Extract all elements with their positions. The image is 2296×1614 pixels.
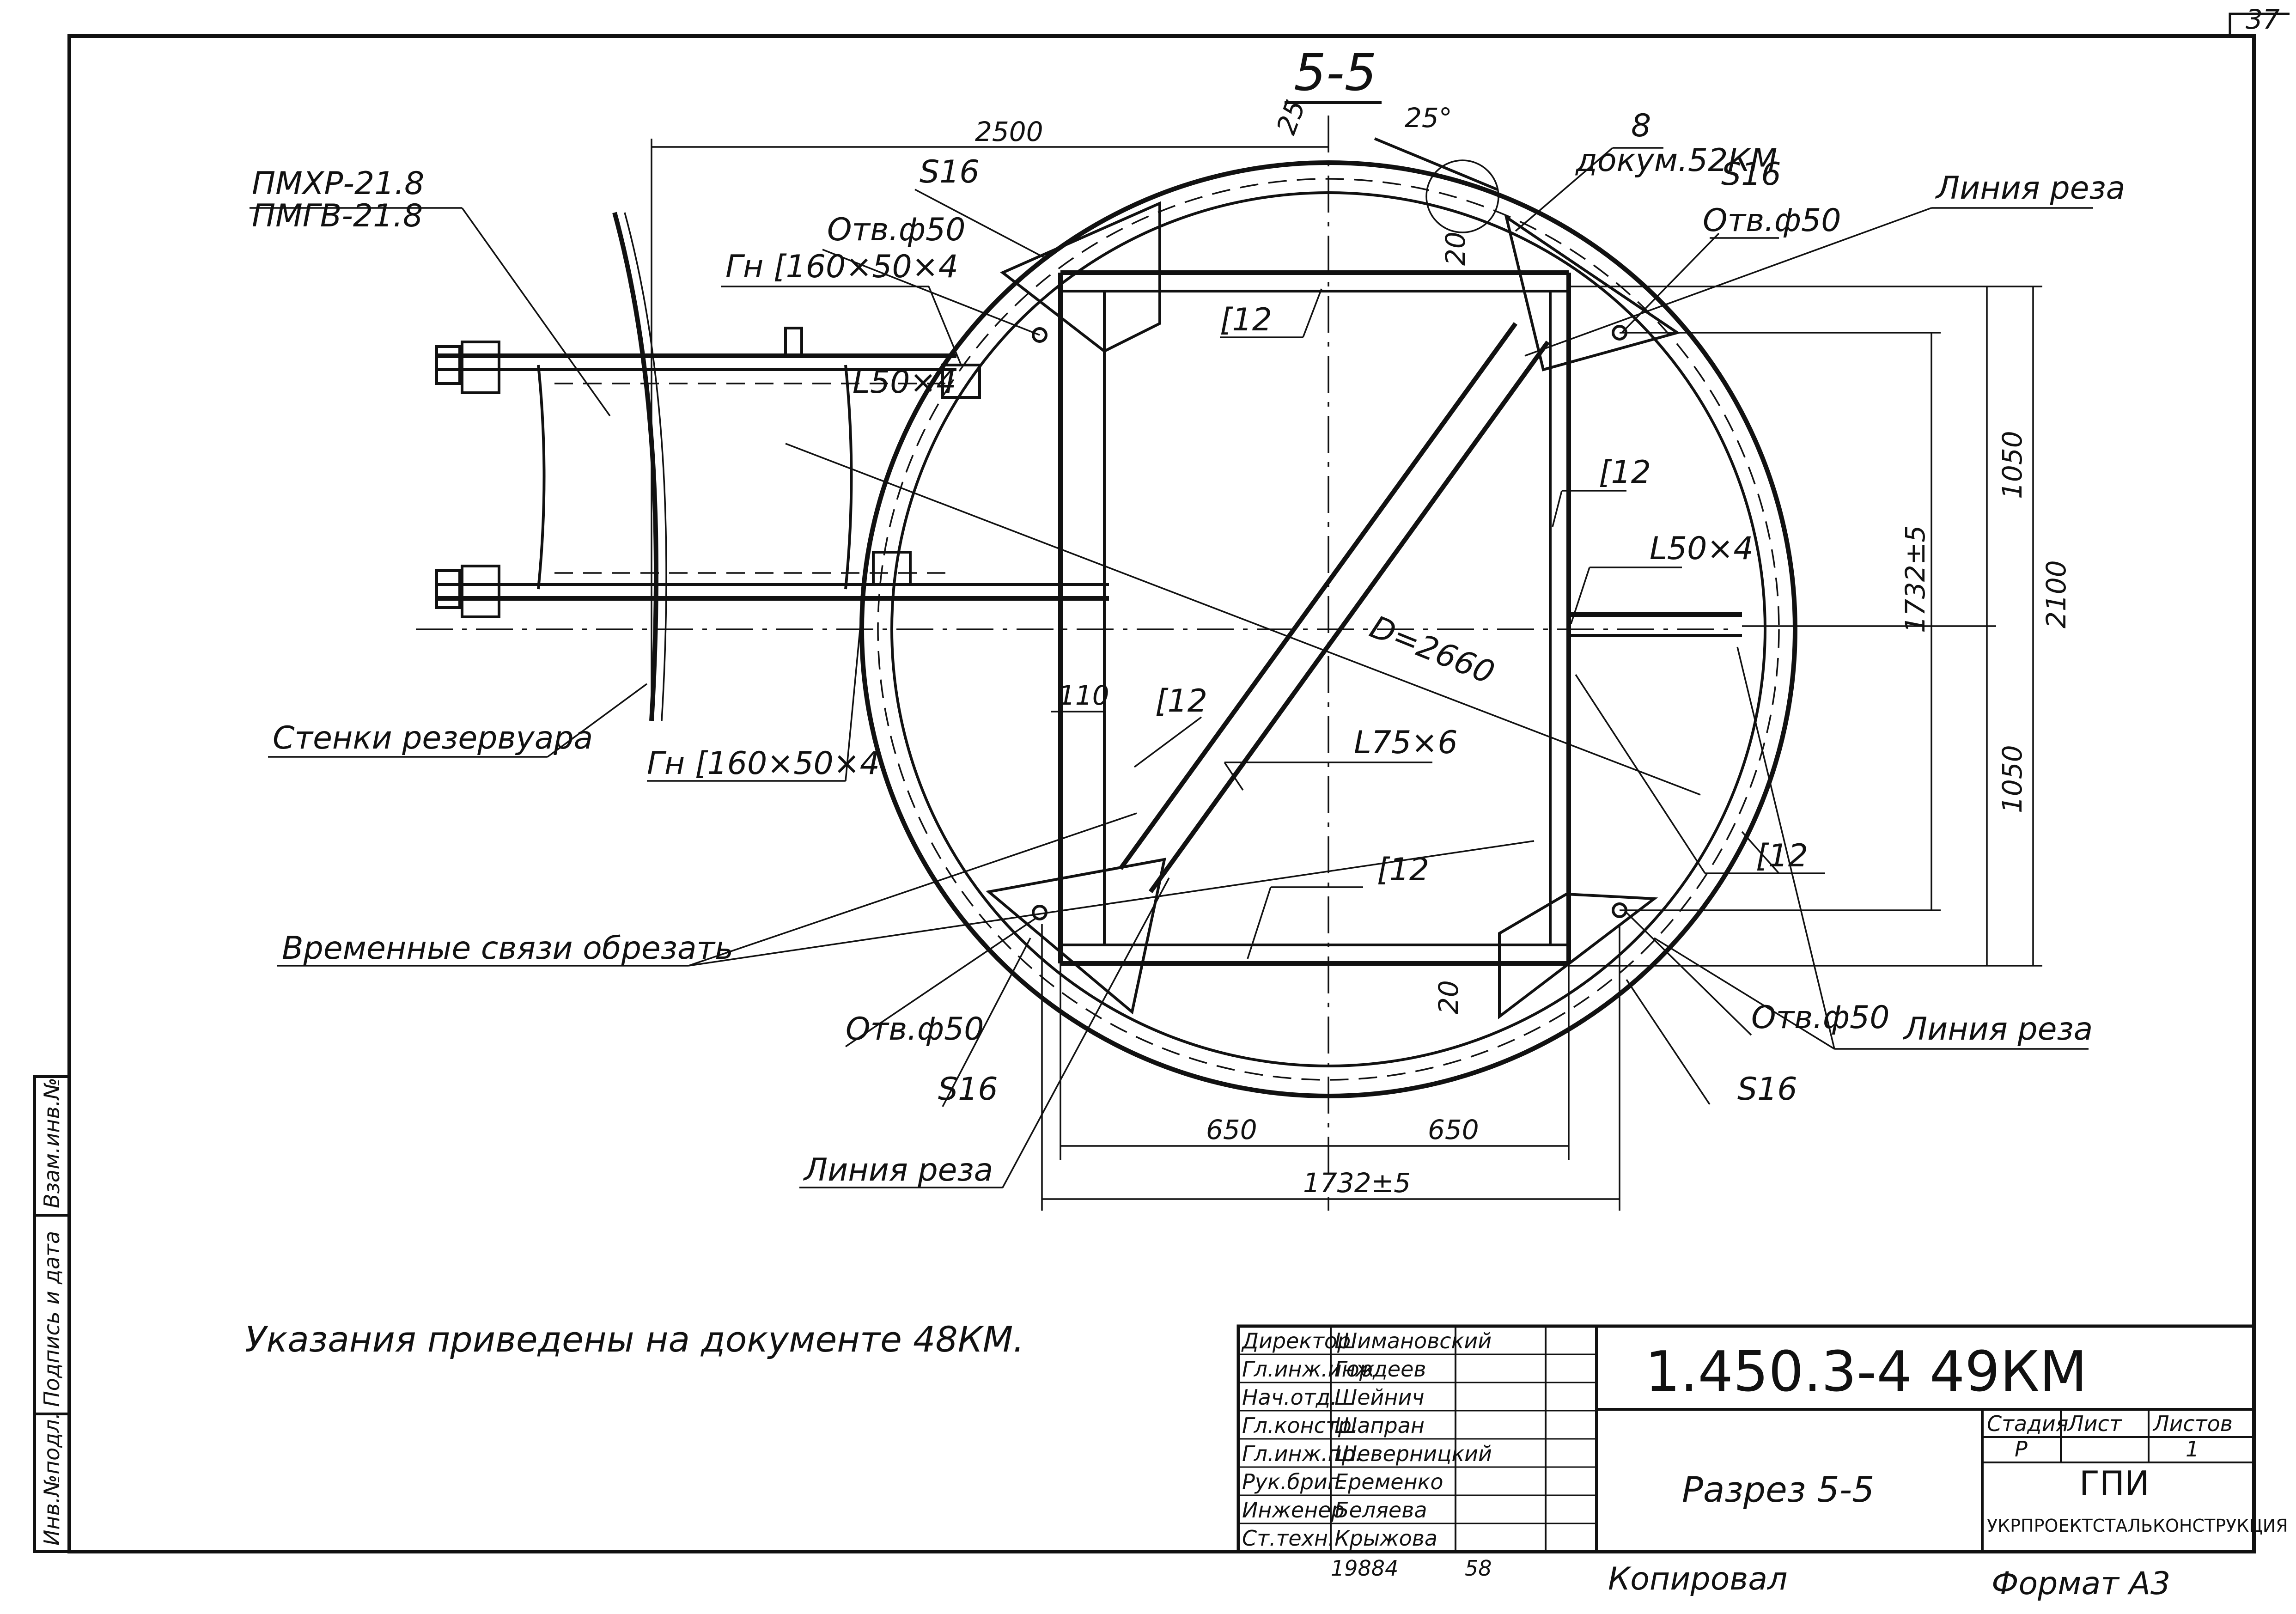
- svg-text:Шеверницкий: Шеверницкий: [1334, 1441, 1492, 1466]
- svg-text:Еременко: Еременко: [1334, 1469, 1443, 1494]
- svg-text:Нач.отд.: Нач.отд.: [1242, 1385, 1337, 1410]
- svg-text:Листов: Листов: [2152, 1411, 2233, 1436]
- label-hole-bl: Отв.ф50: [846, 1011, 984, 1048]
- svg-text:Шапран: Шапран: [1334, 1413, 1425, 1438]
- dim-1732-h: 1732±5: [1303, 1167, 1411, 1199]
- label-doc-ref: докум.52КМ: [1575, 142, 1777, 179]
- svg-text:Шейнич: Шейнич: [1334, 1385, 1425, 1410]
- dim-20-top: 20: [1440, 231, 1471, 266]
- label-cut-line-tr: Линия реза: [1935, 170, 2125, 207]
- label-c12-ring: [12: [1756, 838, 1808, 874]
- svg-text:Ст.техн.: Ст.техн.: [1242, 1526, 1335, 1551]
- label-angle-right: L50×4: [1650, 530, 1754, 567]
- dim-20-bottom: 20: [1433, 980, 1464, 1014]
- svg-text:Крыжова: Крыжова: [1334, 1526, 1437, 1551]
- inner-ring: [890, 191, 1766, 1067]
- label-c12-top: [12: [1220, 302, 1272, 338]
- svg-text:Взам.инв.№: Взам.инв.№: [39, 1078, 64, 1208]
- tank-wall: [612, 212, 658, 721]
- archive-number-2: 58: [1465, 1556, 1492, 1581]
- dimension-lines: [651, 139, 2042, 1211]
- gusset-plates: [986, 201, 1681, 1020]
- org: ГПИ: [2079, 1464, 2150, 1503]
- org-full: УКРПРОЕКТСТАЛЬКОНСТРУКЦИЯ: [1987, 1516, 2288, 1536]
- label-tank-walls: Стенки резервуара: [273, 720, 593, 756]
- section-title: 5-5: [1294, 43, 1377, 102]
- svg-text:Директор: Директор: [1241, 1328, 1351, 1353]
- archive-number: 19884: [1331, 1556, 1398, 1581]
- title-block: Директор Гл.инж.инж Нач.отд. Гл.констр. …: [1236, 1324, 2288, 1553]
- outer-ring: [859, 160, 1797, 1098]
- inner-ring-dashed: [877, 178, 1780, 1081]
- label-cut-line-bl: Линия реза: [803, 1152, 993, 1188]
- svg-text:Гл.инж.пр.: Гл.инж.пр.: [1242, 1441, 1362, 1466]
- side-stamp: Инв.№подл. Подпись и дата Взам.инв.№: [33, 1075, 71, 1553]
- dim-2500: 2500: [975, 116, 1043, 147]
- sheet-frame: [67, 34, 2256, 1553]
- dim-angle-25: 25°: [1405, 102, 1452, 134]
- note: Указания приведены на документе 48КМ.: [245, 1319, 1024, 1360]
- detail-circle: [1425, 159, 1499, 233]
- corner-number: 37: [2246, 4, 2280, 35]
- label-pmgv: ПМГВ-21.8: [252, 198, 423, 234]
- label-s16-br: S16: [1737, 1071, 1797, 1108]
- dim-1050-top: 1050: [1997, 431, 2028, 499]
- label-hole-br: Отв.ф50: [1751, 999, 1890, 1036]
- svg-text:Гл.констр.: Гл.констр.: [1242, 1413, 1358, 1438]
- svg-text:Лист: Лист: [2067, 1411, 2122, 1436]
- hole-tl: [1032, 327, 1048, 343]
- svg-text:Беляева: Беляева: [1334, 1498, 1427, 1523]
- label-s16-bl: S16: [938, 1071, 998, 1108]
- pipe-assembly: [435, 327, 1109, 618]
- label-s16-tr: S16: [1721, 156, 1781, 193]
- dim-650-right: 650: [1428, 1114, 1479, 1145]
- label-hole-tr: Отв.ф50: [1703, 202, 1841, 239]
- label-c12-left: [12: [1155, 683, 1207, 719]
- label-angle-small: L50×4: [853, 364, 956, 401]
- dim-110: 110: [1058, 680, 1109, 711]
- dim-2100: 2100: [2040, 560, 2072, 628]
- label-c12-bottom: [12: [1377, 852, 1429, 888]
- label-gn-bottom: Гн [160×50×4: [647, 745, 880, 782]
- label-cut-line-br: Линия реза: [1902, 1011, 2093, 1048]
- leader-lines: [250, 147, 2093, 1188]
- label-doc-ref-num: 8: [1631, 108, 1651, 144]
- label-pmxr: ПМХР-21.8: [252, 165, 424, 202]
- dim-650-left: 650: [1206, 1114, 1257, 1145]
- dim-1050-bottom: 1050: [1997, 745, 2028, 813]
- svg-text:Р: Р: [2015, 1437, 2028, 1462]
- copied-label: Копировал: [1608, 1561, 1788, 1597]
- label-diameter: D=2660: [1365, 609, 1499, 692]
- svg-text:1: 1: [2186, 1437, 2199, 1462]
- doc-code: 1.450.3-4 49КМ: [1645, 1340, 2087, 1404]
- svg-text:Шимановский: Шимановский: [1334, 1328, 1492, 1353]
- svg-text:Инженер: Инженер: [1242, 1498, 1345, 1523]
- label-temp-links: Временные связи обрезать: [282, 930, 733, 967]
- svg-text:Стадия: Стадия: [1987, 1411, 2068, 1436]
- format-label: Формат А3: [1991, 1565, 2170, 1602]
- svg-text:Инв.№подл.: Инв.№подл.: [39, 1413, 64, 1546]
- dim-1732-v: 1732±5: [1900, 525, 1931, 633]
- svg-text:Подпись и дата: Подпись и дата: [39, 1231, 64, 1407]
- label-l75: L75×6: [1354, 725, 1458, 761]
- svg-text:Гордеев: Гордеев: [1334, 1357, 1426, 1382]
- svg-text:Гл.инж.инж: Гл.инж.инж: [1242, 1357, 1375, 1382]
- label-gn-top: Гн [160×50×4: [725, 249, 958, 285]
- label-hole-tl: Отв.ф50: [827, 212, 966, 248]
- sheet-name: Разрез 5-5: [1682, 1469, 1875, 1510]
- label-s16-tl: S16: [920, 154, 980, 190]
- corner-tab: [2229, 12, 2290, 36]
- svg-text:Рук.бриг.: Рук.бриг.: [1242, 1469, 1346, 1494]
- label-c12-right: [12: [1599, 454, 1651, 491]
